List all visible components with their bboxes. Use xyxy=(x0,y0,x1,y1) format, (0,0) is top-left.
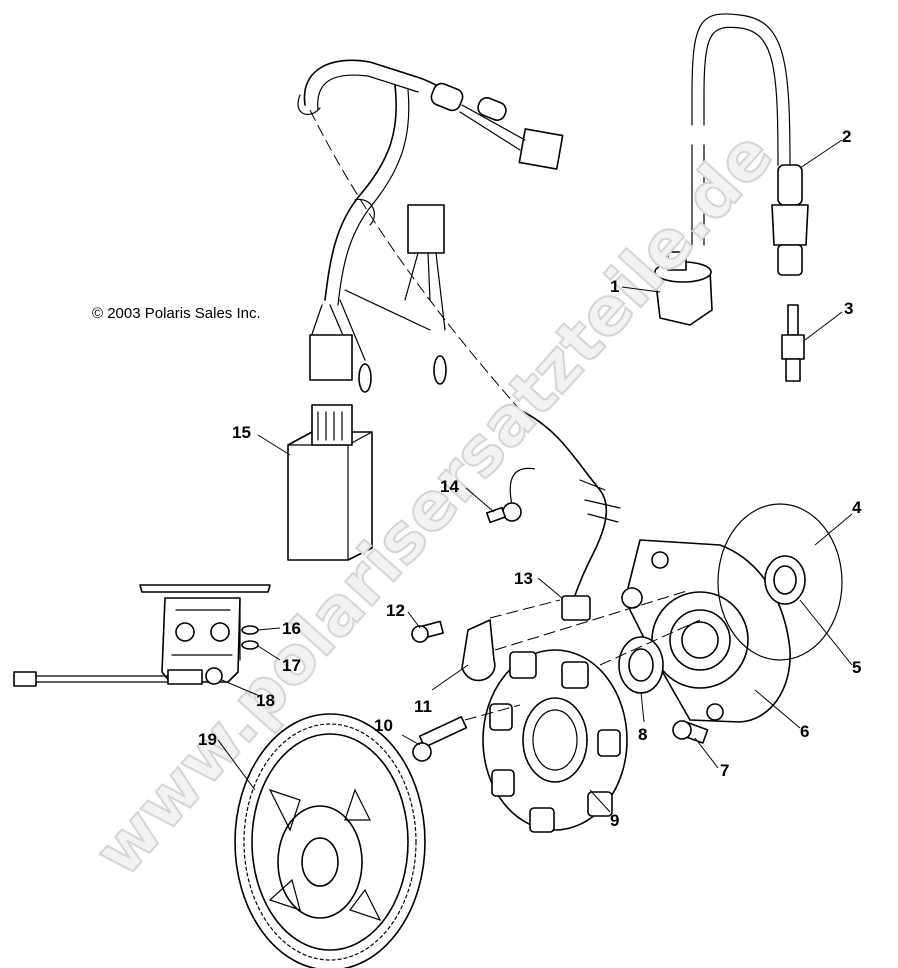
cdi-box xyxy=(287,404,373,561)
o-ring xyxy=(717,503,843,661)
callout-14: 14 xyxy=(440,477,459,496)
pickup-coil xyxy=(561,595,591,621)
callout-7: 7 xyxy=(720,761,729,780)
callout-10: 10 xyxy=(374,716,393,735)
routing-guide-line xyxy=(309,109,521,411)
spark-plug xyxy=(781,304,805,382)
callout-19: 19 xyxy=(198,730,217,749)
spark-plug-cap xyxy=(771,164,809,276)
clamp-screw xyxy=(411,620,444,643)
washer-16 xyxy=(241,625,259,635)
speed-sensor-bracket xyxy=(13,584,271,687)
callout-8: 8 xyxy=(638,725,647,744)
callout-18: 18 xyxy=(256,691,275,710)
callout-16: 16 xyxy=(282,619,301,638)
callout-5: 5 xyxy=(852,658,861,677)
oil-seal-inner xyxy=(618,636,664,694)
wire-harness xyxy=(297,59,564,393)
ground-screw xyxy=(485,467,581,524)
callout-15: 15 xyxy=(232,423,251,442)
callout-6: 6 xyxy=(800,722,809,741)
callout-12: 12 xyxy=(386,601,405,620)
ignition-coil xyxy=(654,13,791,326)
stator-screw xyxy=(412,716,468,762)
crankcase-cover xyxy=(621,539,791,723)
callout-2: 2 xyxy=(842,127,851,146)
leader-lines xyxy=(217,139,853,813)
callout-1: 1 xyxy=(610,277,619,296)
copyright-notice: © 2003 Polaris Sales Inc. xyxy=(92,305,261,322)
callout-13: 13 xyxy=(514,569,533,588)
oil-seal-outer xyxy=(764,555,806,605)
callout-11: 11 xyxy=(414,697,432,716)
cover-bolt xyxy=(672,720,709,744)
lock-washer-17 xyxy=(241,640,259,650)
stator-lead xyxy=(519,409,608,611)
callout-9: 9 xyxy=(610,811,619,830)
callout-3: 3 xyxy=(844,299,853,318)
callout-numbers: 1 2 3 4 5 6 7 8 9 10 11 12 13 14 15 16 1… xyxy=(198,127,862,830)
callout-4: 4 xyxy=(852,498,862,517)
callout-17: 17 xyxy=(282,656,301,675)
flywheel xyxy=(234,713,426,968)
stator xyxy=(482,649,628,833)
wire-clamp xyxy=(461,619,496,682)
